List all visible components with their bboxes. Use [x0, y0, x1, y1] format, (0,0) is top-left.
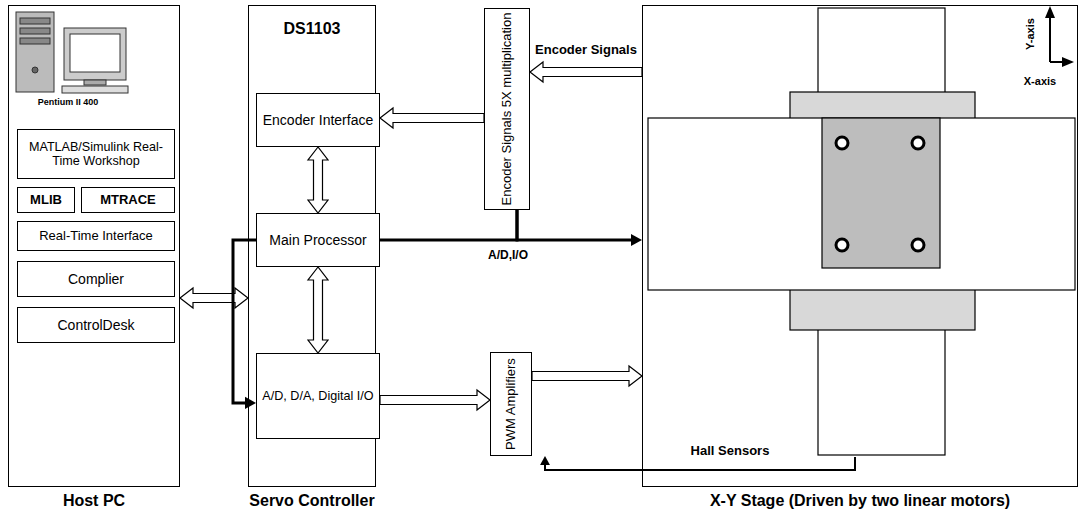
- connector-label: Encoder Signals: [533, 42, 639, 57]
- host-pc-panel: Host PCMATLAB/Simulink Real-Time Worksho…: [8, 5, 180, 487]
- box-label: PWM Amplifiers: [503, 356, 518, 452]
- axis-label: Y-axis: [1024, 18, 1036, 50]
- servo-controller-panel: DS1103Servo ControllerEncoder InterfaceM…: [248, 5, 376, 487]
- process-box: Main Processor: [256, 213, 380, 267]
- connector-label: Hall Sensors: [689, 443, 772, 458]
- box-label: MLIB: [26, 193, 66, 208]
- computer-icon: [16, 12, 128, 93]
- axis-arrows: [1045, 6, 1074, 67]
- process-box: A/D, D/A, Digital I/O: [256, 353, 380, 439]
- stage-panel: X-Y Stage (Driven by two linear motors): [642, 5, 1078, 487]
- computer-caption: Pentium II 400: [38, 97, 99, 107]
- box-label: MATLAB/Simulink Real-Time Workshop: [18, 140, 174, 169]
- box-label: Complier: [64, 271, 128, 287]
- software-box: MTRACE: [81, 187, 175, 213]
- panel-title: Host PC: [0, 492, 219, 510]
- software-box: Complier: [17, 261, 175, 297]
- software-box: Real-Time Interface: [17, 221, 175, 251]
- process-box: Encoder Interface: [256, 93, 380, 147]
- connector: [540, 456, 855, 470]
- connector: [380, 390, 490, 410]
- box-label: A/D, D/A, Digital I/O: [258, 389, 377, 403]
- box-label: Encoder Signals 5X multiplication: [499, 12, 514, 206]
- connector: [530, 62, 642, 82]
- connector: [532, 366, 642, 386]
- panel-title: X-Y Stage (Driven by two linear motors): [603, 492, 1083, 510]
- software-box: MLIB: [17, 187, 75, 213]
- connector: [308, 147, 328, 213]
- signal-name: A/D,I/O: [488, 248, 528, 262]
- xy-stage-drawing: [648, 8, 1075, 455]
- box-label: Encoder Interface: [259, 112, 378, 128]
- box-label: ControlDesk: [53, 317, 138, 333]
- process-box: Encoder Signals 5X multiplication: [484, 8, 530, 210]
- box-label: MTRACE: [96, 193, 160, 208]
- software-box: MATLAB/Simulink Real-Time Workshop: [17, 129, 175, 179]
- connector: [517, 210, 642, 246]
- panel-title: Servo Controller: [209, 492, 415, 510]
- software-box: ControlDesk: [17, 307, 175, 343]
- box-label: Main Processor: [265, 232, 370, 248]
- process-box: PWM Amplifiers: [490, 352, 532, 456]
- panel-title: DS1103: [249, 20, 375, 38]
- axis-label: X-axis: [1024, 75, 1056, 87]
- connector: [308, 267, 328, 353]
- connector: [380, 108, 484, 128]
- connector: [180, 288, 248, 308]
- box-label: Real-Time Interface: [35, 229, 157, 244]
